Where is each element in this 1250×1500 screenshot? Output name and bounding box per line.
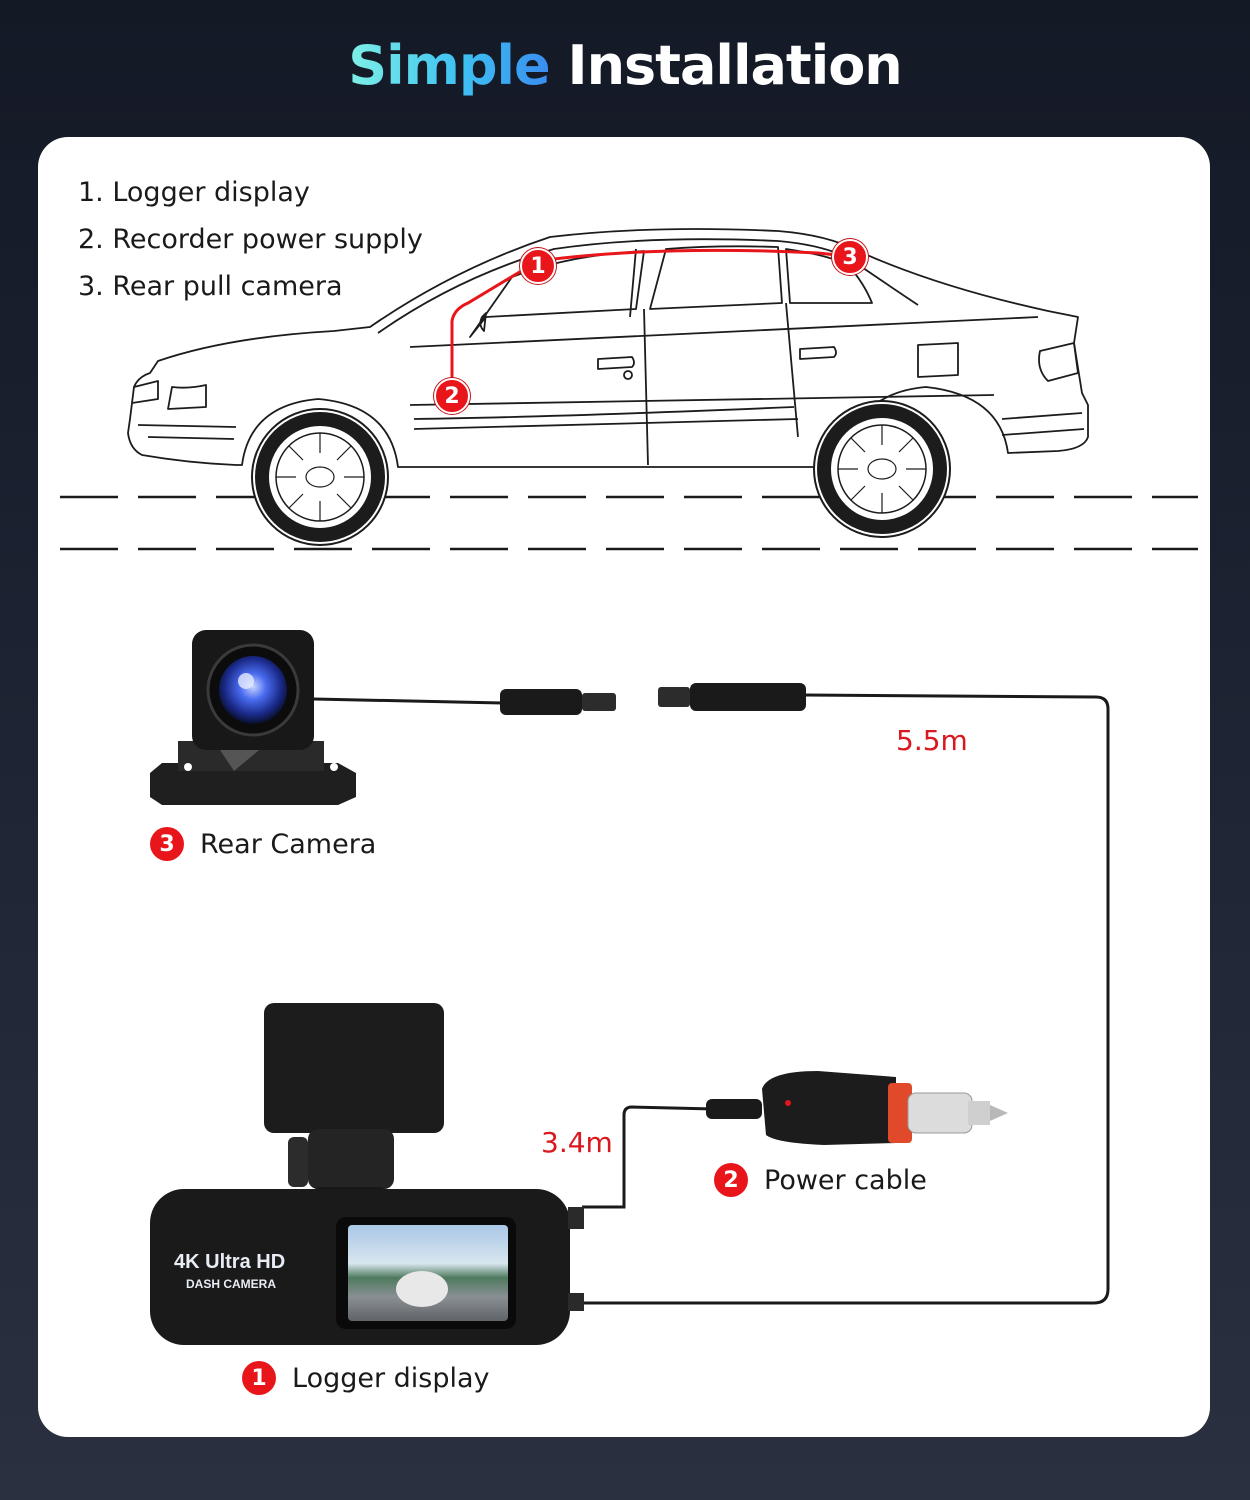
installation-illustration <box>60 228 1198 1345</box>
legend-item-power: 2. Recorder power supply <box>78 224 423 255</box>
logger-display-number: 1 <box>242 1361 276 1395</box>
car-outline-icon <box>127 228 1089 468</box>
title-rest: Installation <box>567 34 903 97</box>
car-charger-icon <box>706 1071 1008 1145</box>
front-wheel-icon <box>251 408 389 546</box>
car-marker-1: 1 <box>520 248 556 284</box>
power-cable-label: 2 Power cable <box>714 1163 927 1197</box>
rear-camera-label: 3 Rear Camera <box>150 827 376 861</box>
road-lines <box>60 495 1198 551</box>
page-title: Simple Installation <box>0 34 1250 97</box>
wiring-route <box>450 248 851 397</box>
rear-camera-text: Rear Camera <box>200 828 377 860</box>
dashcam-badge-title: 4K Ultra HD <box>174 1251 286 1273</box>
rear-wheel-icon <box>813 400 951 538</box>
car-marker-2: 2 <box>434 378 470 414</box>
power-cable-number: 2 <box>714 1163 748 1197</box>
cable-connector-right <box>658 683 806 711</box>
cable-connector-left <box>500 689 616 715</box>
legend-list: 1. Logger display 2. Recorder power supp… <box>78 169 423 310</box>
logger-display-text: Logger display <box>292 1362 490 1394</box>
dash-camera-icon <box>150 1003 584 1345</box>
power-cable-length: 3.4m <box>541 1126 613 1159</box>
rear-camera-number: 3 <box>150 827 184 861</box>
rear-cable-length: 5.5m <box>896 724 968 757</box>
installation-card: 1. Logger display 2. Recorder power supp… <box>38 137 1210 1437</box>
legend-item-rear: 3. Rear pull camera <box>78 271 343 302</box>
legend-item-logger: 1. Logger display <box>78 177 310 208</box>
dashcam-badge-subtitle: DASH CAMERA <box>186 1277 276 1291</box>
logger-display-label: 1 Logger display <box>242 1361 490 1395</box>
power-cable <box>582 1105 715 1209</box>
car-marker-3: 3 <box>832 239 868 275</box>
power-cable-text: Power cable <box>764 1164 927 1196</box>
rear-cable <box>313 693 1110 1305</box>
rear-camera-icon <box>150 630 356 805</box>
title-accent: Simple <box>348 34 550 97</box>
